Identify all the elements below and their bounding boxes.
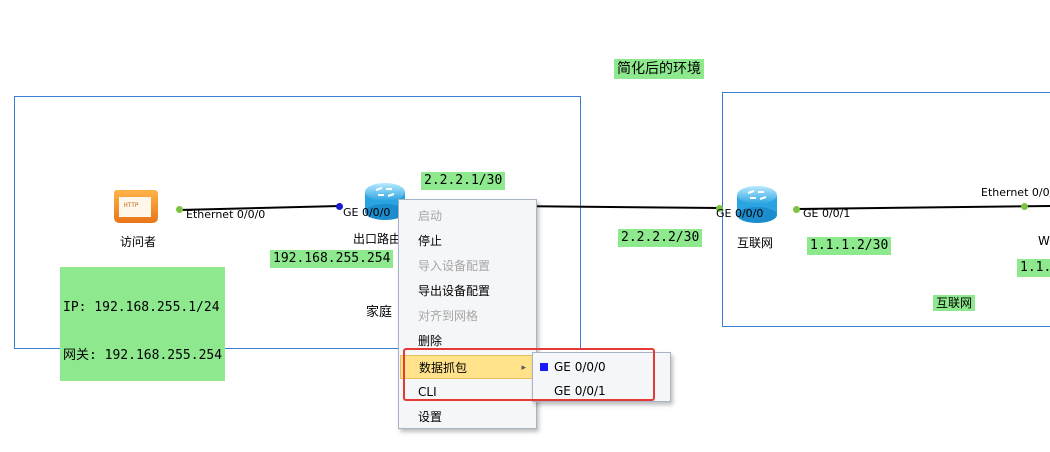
internet-wan-ip-label: 2.2.2.2/30 bbox=[618, 229, 703, 247]
checked-icon bbox=[540, 363, 548, 371]
port-dot-internet-ge001 bbox=[793, 206, 800, 213]
internet-router-device[interactable] bbox=[734, 183, 780, 225]
submenu-arrow-icon: ▸ bbox=[521, 363, 526, 373]
exit-ge000-port-label: GE 0/0/0 bbox=[343, 206, 391, 219]
port-dot-visitor bbox=[176, 206, 183, 213]
home-area[interactable] bbox=[14, 96, 581, 349]
right-eth-port-label: Ethernet 0/0/0 bbox=[981, 186, 1050, 199]
router-icon bbox=[737, 186, 777, 223]
internet-router-label: 互联网 bbox=[737, 236, 774, 250]
right-ip-label: 1.1. bbox=[1017, 259, 1050, 277]
submenu-item-ge001[interactable]: GE 0/0/1 bbox=[534, 379, 669, 403]
menu-item-settings[interactable]: 设置 bbox=[418, 410, 443, 424]
http-client-device[interactable]: HTTP bbox=[110, 187, 162, 227]
menu-item-capture-label: 数据抓包 bbox=[419, 361, 468, 375]
visitor-label: 访问者 bbox=[120, 235, 157, 249]
internet-ge001-port-label: GE 0/0/1 bbox=[803, 207, 851, 220]
exit-router-device[interactable] bbox=[362, 180, 408, 222]
submenu-item-ge000[interactable]: GE 0/0/0 bbox=[534, 355, 669, 379]
visitor-ip-label: IP: 192.168.255.1/24 网关: 192.168.255.254 bbox=[60, 267, 226, 381]
internet-ge000-port-label: GE 0/0/0 bbox=[716, 207, 764, 220]
internet-ge001-ip-label: 1.1.1.2/30 bbox=[807, 237, 892, 255]
menu-item-cli[interactable]: CLI bbox=[418, 385, 437, 399]
highlight-annotation-box bbox=[403, 348, 655, 401]
menu-item-align-grid[interactable]: 对齐到网格 bbox=[418, 309, 479, 323]
menu-item-export-config[interactable]: 导出设备配置 bbox=[418, 284, 491, 298]
exit-router-label: 出口路由 bbox=[353, 232, 402, 246]
submenu-item-ge000-label: GE 0/0/0 bbox=[554, 360, 606, 374]
home-area-label: 家庭 bbox=[366, 305, 393, 320]
port-dot-exit-ge000 bbox=[336, 203, 343, 210]
internet-area-label: 互联网 bbox=[933, 295, 976, 311]
menu-item-start[interactable]: 启动 bbox=[418, 209, 443, 223]
link-internet-right[interactable] bbox=[796, 205, 1050, 210]
exit-wan-ip-label: 2.2.2.1/30 bbox=[421, 172, 506, 190]
router-icon bbox=[365, 183, 405, 220]
simplified-env-title: 简化后的环境 bbox=[614, 59, 704, 79]
visitor-ip-text: IP: 192.168.255.1/24 bbox=[63, 300, 220, 315]
visitor-gw-text: 网关: 192.168.255.254 bbox=[63, 348, 223, 363]
right-device-label: W bbox=[1038, 234, 1050, 248]
capture-submenu: GE 0/0/0 GE 0/0/1 bbox=[532, 352, 671, 402]
http-client-icon bbox=[114, 190, 158, 223]
port-dot-internet-ge000 bbox=[716, 205, 723, 212]
submenu-item-ge001-label: GE 0/0/1 bbox=[554, 384, 606, 398]
menu-item-delete[interactable]: 删除 bbox=[418, 334, 443, 348]
device-context-menu: 启动 停止 导入设备配置 导出设备配置 对齐到网格 删除 数据抓包 ▸ CLI … bbox=[398, 199, 537, 429]
menu-item-import-config[interactable]: 导入设备配置 bbox=[418, 259, 491, 273]
link-visitor-exit[interactable] bbox=[178, 205, 341, 211]
menu-item-capture[interactable]: 数据抓包 ▸ bbox=[400, 355, 535, 379]
exit-lan-ip-label: 192.168.255.254 bbox=[270, 250, 394, 268]
visitor-eth-port-label: Ethernet 0/0/0 bbox=[186, 208, 266, 221]
menu-item-stop[interactable]: 停止 bbox=[418, 234, 443, 248]
http-icon-text: HTTP bbox=[124, 202, 139, 209]
port-dot-right bbox=[1021, 203, 1028, 210]
